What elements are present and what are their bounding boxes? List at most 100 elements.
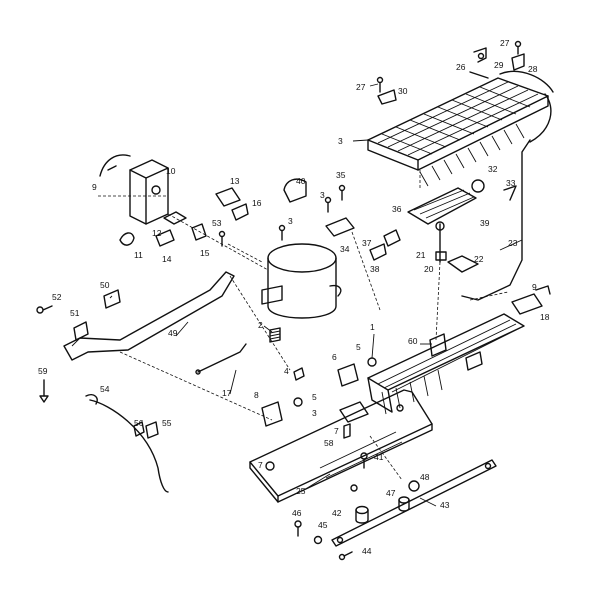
foot-7a — [265, 461, 275, 471]
bracket-34 — [325, 217, 355, 237]
label-10: 10 — [166, 166, 176, 176]
label-21: 21 — [416, 250, 426, 260]
label-26: 26 — [456, 62, 466, 72]
bracket-37 — [383, 229, 401, 247]
connector-56 — [133, 421, 145, 437]
bracket-6 — [337, 363, 359, 387]
base-frame-25 — [249, 389, 433, 503]
label-52: 52 — [52, 292, 62, 302]
label-38: 38 — [370, 264, 380, 274]
label-47: 47 — [386, 488, 396, 498]
foot-42 — [355, 505, 369, 524]
label-9b: 9 — [532, 282, 537, 292]
screw-3a — [278, 224, 286, 241]
label-11: 11 — [134, 250, 143, 260]
bracket-38 — [369, 243, 387, 261]
label-49: 49 — [168, 328, 178, 338]
label-1: 1 — [370, 322, 375, 332]
condenser-60 — [367, 313, 525, 415]
clip-51 — [73, 321, 89, 341]
label-34: 34 — [340, 244, 350, 254]
leader-lines — [109, 83, 523, 507]
label-32: 32 — [488, 164, 498, 174]
label-3c: 3 — [338, 136, 343, 146]
bracket-50 — [103, 289, 121, 309]
part-labels: 1 2 3 3 3 3 4 5 5 6 7 7 8 9 9 10 11 12 1… — [38, 38, 550, 556]
label-7a: 7 — [334, 426, 339, 436]
label-60: 60 — [408, 336, 418, 346]
bracket-30 — [377, 89, 397, 105]
label-33: 33 — [506, 178, 516, 188]
label-27a: 27 — [500, 38, 510, 48]
defrost-heater-assembly — [407, 187, 477, 263]
label-48: 48 — [420, 472, 430, 482]
label-43: 43 — [440, 500, 450, 510]
bracket-14 — [155, 229, 175, 247]
wire-54 — [85, 394, 169, 493]
label-16: 16 — [252, 198, 262, 208]
fan-motor-32 — [471, 179, 485, 193]
label-3b: 3 — [320, 190, 325, 200]
label-18: 18 — [540, 312, 550, 322]
label-40: 40 — [296, 176, 306, 186]
label-17: 17 — [222, 388, 232, 398]
label-28: 28 — [528, 64, 538, 74]
connection-lines — [98, 170, 509, 481]
foot-7b — [343, 423, 351, 439]
label-51: 51 — [70, 308, 80, 318]
screw-52 — [36, 305, 53, 314]
label-22: 22 — [474, 254, 484, 264]
clip-28 — [511, 53, 525, 71]
screw-27b — [376, 76, 384, 93]
label-5a: 5 — [356, 342, 361, 352]
label-54: 54 — [100, 384, 110, 394]
relay-12 — [163, 211, 187, 225]
clip-18 — [511, 285, 551, 315]
label-6: 6 — [332, 352, 337, 362]
label-23: 23 — [508, 238, 518, 248]
label-12: 12 — [152, 228, 162, 238]
rail-49 — [63, 271, 235, 361]
bracket-8 — [261, 401, 283, 427]
clip-33 — [503, 185, 517, 201]
screw-59 — [39, 379, 49, 403]
grommet-5a — [293, 397, 303, 407]
label-44: 44 — [362, 546, 372, 556]
label-27b: 27 — [356, 82, 366, 92]
foot-48 — [408, 480, 420, 492]
bracket-58 — [339, 401, 369, 423]
label-59: 59 — [38, 366, 48, 376]
label-3a: 3 — [288, 216, 293, 226]
rail-43 — [331, 459, 497, 547]
label-56: 56 — [134, 418, 144, 428]
clip-29 — [473, 47, 487, 63]
label-13: 13 — [230, 176, 240, 186]
screw-3b — [324, 196, 332, 213]
label-41: 41 — [374, 452, 384, 462]
label-29: 29 — [494, 60, 504, 70]
label-30: 30 — [398, 86, 408, 96]
label-15: 15 — [200, 248, 210, 258]
label-50: 50 — [100, 280, 110, 290]
label-8: 8 — [254, 390, 259, 400]
compressor — [261, 243, 342, 319]
screw-44 — [338, 551, 353, 561]
label-9a: 9 — [92, 182, 97, 192]
label-5b: 5 — [312, 392, 317, 402]
connector-55 — [145, 421, 159, 439]
label-42: 42 — [332, 508, 342, 518]
screw-27a — [514, 40, 522, 55]
bracket-16 — [231, 203, 249, 221]
label-4: 4 — [284, 366, 289, 376]
grommet-2 — [269, 327, 281, 343]
label-53: 53 — [212, 218, 222, 228]
part-15 — [191, 223, 207, 241]
wire-harness-9 — [99, 154, 131, 177]
label-58: 58 — [324, 438, 334, 448]
switch-13 — [215, 187, 241, 207]
foot-47 — [398, 496, 410, 512]
wire-clip-11 — [119, 232, 135, 246]
label-55: 55 — [162, 418, 172, 428]
washer-45 — [313, 535, 323, 545]
